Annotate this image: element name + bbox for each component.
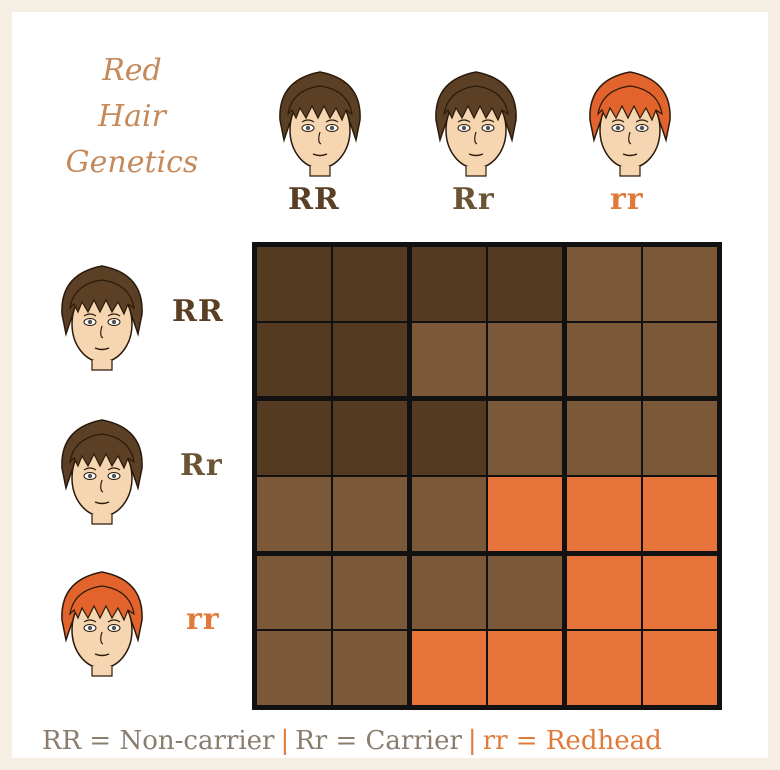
grid-cell xyxy=(567,247,641,321)
grid-cell xyxy=(257,401,331,475)
grid-cell xyxy=(567,631,641,705)
row-label-Rr: Rr xyxy=(180,448,223,483)
grid-cell xyxy=(412,631,486,705)
grid-cell xyxy=(643,477,717,551)
row-face-RR xyxy=(52,256,152,378)
grid-cell xyxy=(488,631,562,705)
diagram-title: Red Hair Genetics xyxy=(42,48,222,186)
grid-cell xyxy=(488,477,562,551)
grid-cell xyxy=(412,556,486,630)
title-line-2: Hair xyxy=(42,94,222,140)
legend-non-carrier: RR = Non-carrier xyxy=(42,726,274,756)
column-face-RR xyxy=(270,62,370,184)
diagram-card: Red Hair Genetics xyxy=(12,12,768,758)
column-label-rr: rr xyxy=(610,182,644,217)
grid-cell xyxy=(643,631,717,705)
row-face-Rr xyxy=(52,410,152,532)
grid-cell xyxy=(488,401,562,475)
grid-cell xyxy=(257,247,331,321)
grid-cell xyxy=(488,323,562,397)
punnett-square-grid xyxy=(252,242,722,710)
grid-cell xyxy=(643,323,717,397)
grid-cell xyxy=(643,247,717,321)
column-label-RR: RR xyxy=(288,182,340,217)
grid-cell xyxy=(257,631,331,705)
grid-cell xyxy=(643,556,717,630)
legend-separator-2: | xyxy=(468,726,477,756)
grid-cell xyxy=(567,477,641,551)
row-label-rr: rr xyxy=(186,602,220,637)
grid-cell xyxy=(257,477,331,551)
grid-cell xyxy=(333,631,407,705)
grid-cell xyxy=(643,401,717,475)
legend-carrier: Rr = Carrier xyxy=(295,726,462,756)
grid-cell xyxy=(567,556,641,630)
grid-cell xyxy=(333,323,407,397)
grid-cell xyxy=(567,401,641,475)
column-label-Rr: Rr xyxy=(452,182,495,217)
legend-redhead: rr = Redhead xyxy=(483,726,662,756)
title-line-1: Red xyxy=(42,48,222,94)
column-face-rr xyxy=(580,62,680,184)
grid-cell xyxy=(488,247,562,321)
column-face-Rr xyxy=(426,62,526,184)
grid-cell xyxy=(412,401,486,475)
grid-cell xyxy=(333,401,407,475)
grid-cell xyxy=(412,247,486,321)
title-line-3: Genetics xyxy=(42,140,222,186)
legend-separator-1: | xyxy=(280,726,289,756)
grid-cell xyxy=(412,323,486,397)
row-face-rr xyxy=(52,562,152,684)
grid-cell xyxy=(333,477,407,551)
grid-cell xyxy=(412,477,486,551)
genotype-legend: RR = Non-carrier|Rr = Carrier|rr = Redhe… xyxy=(42,726,772,756)
grid-cell xyxy=(257,556,331,630)
grid-cell xyxy=(257,323,331,397)
grid-cell xyxy=(488,556,562,630)
grid-cell xyxy=(333,247,407,321)
grid-cell xyxy=(567,323,641,397)
grid-cell xyxy=(333,556,407,630)
row-label-RR: RR xyxy=(172,294,224,329)
